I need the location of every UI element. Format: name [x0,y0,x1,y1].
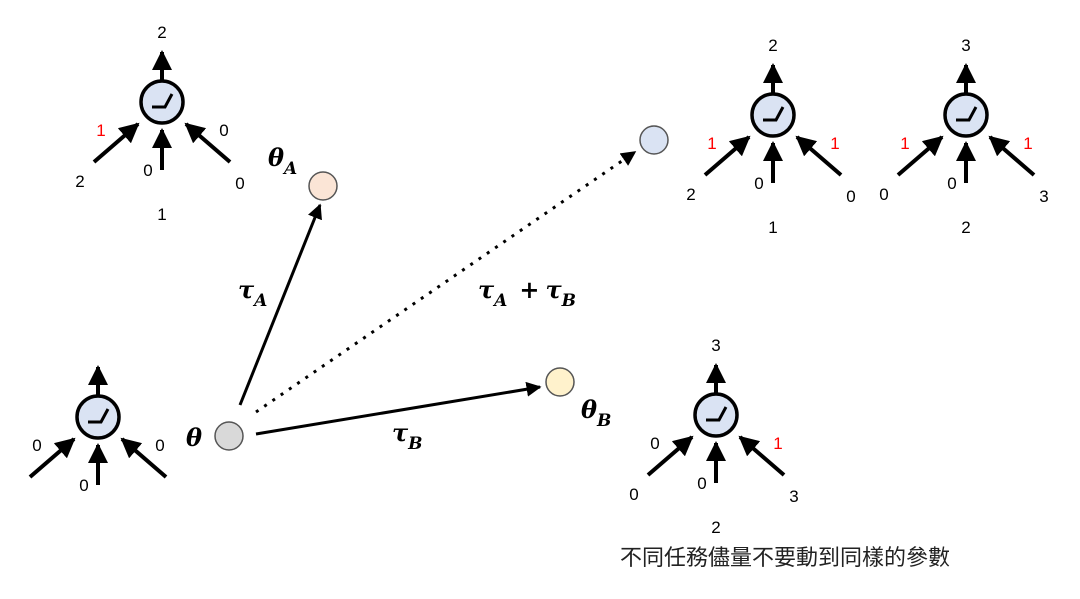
tau-b-label: τB [392,418,423,454]
weight-left: 0 [32,436,41,455]
tau-b-arrow [255,381,542,436]
weight-middle: 0 [143,161,152,180]
weight-left: 1 [900,134,909,153]
input-arrow-right [738,435,786,477]
neuron-theta: 0 0 0 [28,365,168,495]
neuron-theta-sum-1: 2 1 0 1 2 1 0 [686,36,855,237]
input-left: 2 [686,185,695,204]
weight-left: 1 [96,121,105,140]
weight-right: 1 [1023,134,1032,153]
tau-a-arrow [238,203,322,406]
input-left: 0 [629,485,638,504]
neuron-circle [75,394,121,440]
input-arrow-right [988,135,1036,177]
weight-right: 1 [773,434,782,453]
input-left: 2 [75,172,84,191]
output-value: 2 [768,36,777,55]
output-value: 2 [157,23,166,42]
caption: 不同任務儘量不要動到同樣的參數 [620,546,951,571]
theta-b-point [545,367,575,397]
input-middle: 1 [157,205,166,224]
neuron-circle [750,92,796,138]
input-middle: 2 [711,518,720,537]
weight-left: 0 [650,434,659,453]
neuron-theta-a: 2 1 0 0 2 1 0 [75,23,244,224]
theta-a-label: θA [268,143,297,179]
neuron-theta-sum-2: 3 1 0 1 0 2 3 [879,36,1048,237]
theta-sum-point [639,125,669,155]
input-middle: 1 [768,218,777,237]
input-right: 3 [1039,187,1048,206]
input-middle: 2 [961,218,970,237]
input-right: 0 [846,187,855,206]
input-arrow-right [184,122,232,164]
neuron-circle [139,79,185,125]
relu-icon [956,106,978,122]
weight-middle: 0 [79,476,88,495]
theta-b-label: θB [581,395,611,431]
input-right: 3 [789,487,798,506]
input-right: 0 [235,174,244,193]
relu-icon [152,93,174,109]
weight-right: 1 [830,134,839,153]
input-arrow-left [896,135,944,177]
theta-point [214,421,244,451]
input-arrow-left [646,435,694,477]
tau-sum-label: τA+τB [478,275,576,311]
input-arrow-left [703,135,751,177]
theta-label: θ [186,423,202,452]
neuron-circle [943,92,989,138]
input-arrow-left [28,437,76,479]
tau-a-label: τA [238,275,267,311]
input-arrow-right [120,437,168,479]
weight-right: 0 [219,121,228,140]
relu-icon [706,406,728,422]
weight-left: 1 [707,134,716,153]
weight-right: 0 [155,436,164,455]
weight-middle: 0 [947,174,956,193]
weight-middle: 0 [697,474,706,493]
output-value: 3 [711,336,720,355]
neuron-circle [693,392,739,438]
weight-middle: 0 [754,174,763,193]
relu-icon [88,408,110,424]
theta-a-point [308,171,338,201]
input-arrow-left [92,122,140,164]
neuron-theta-b: 3 0 0 1 0 2 3 [629,336,798,537]
input-left: 0 [879,185,888,204]
relu-icon [763,106,785,122]
output-value: 3 [961,36,970,55]
input-arrow-right [795,135,843,177]
